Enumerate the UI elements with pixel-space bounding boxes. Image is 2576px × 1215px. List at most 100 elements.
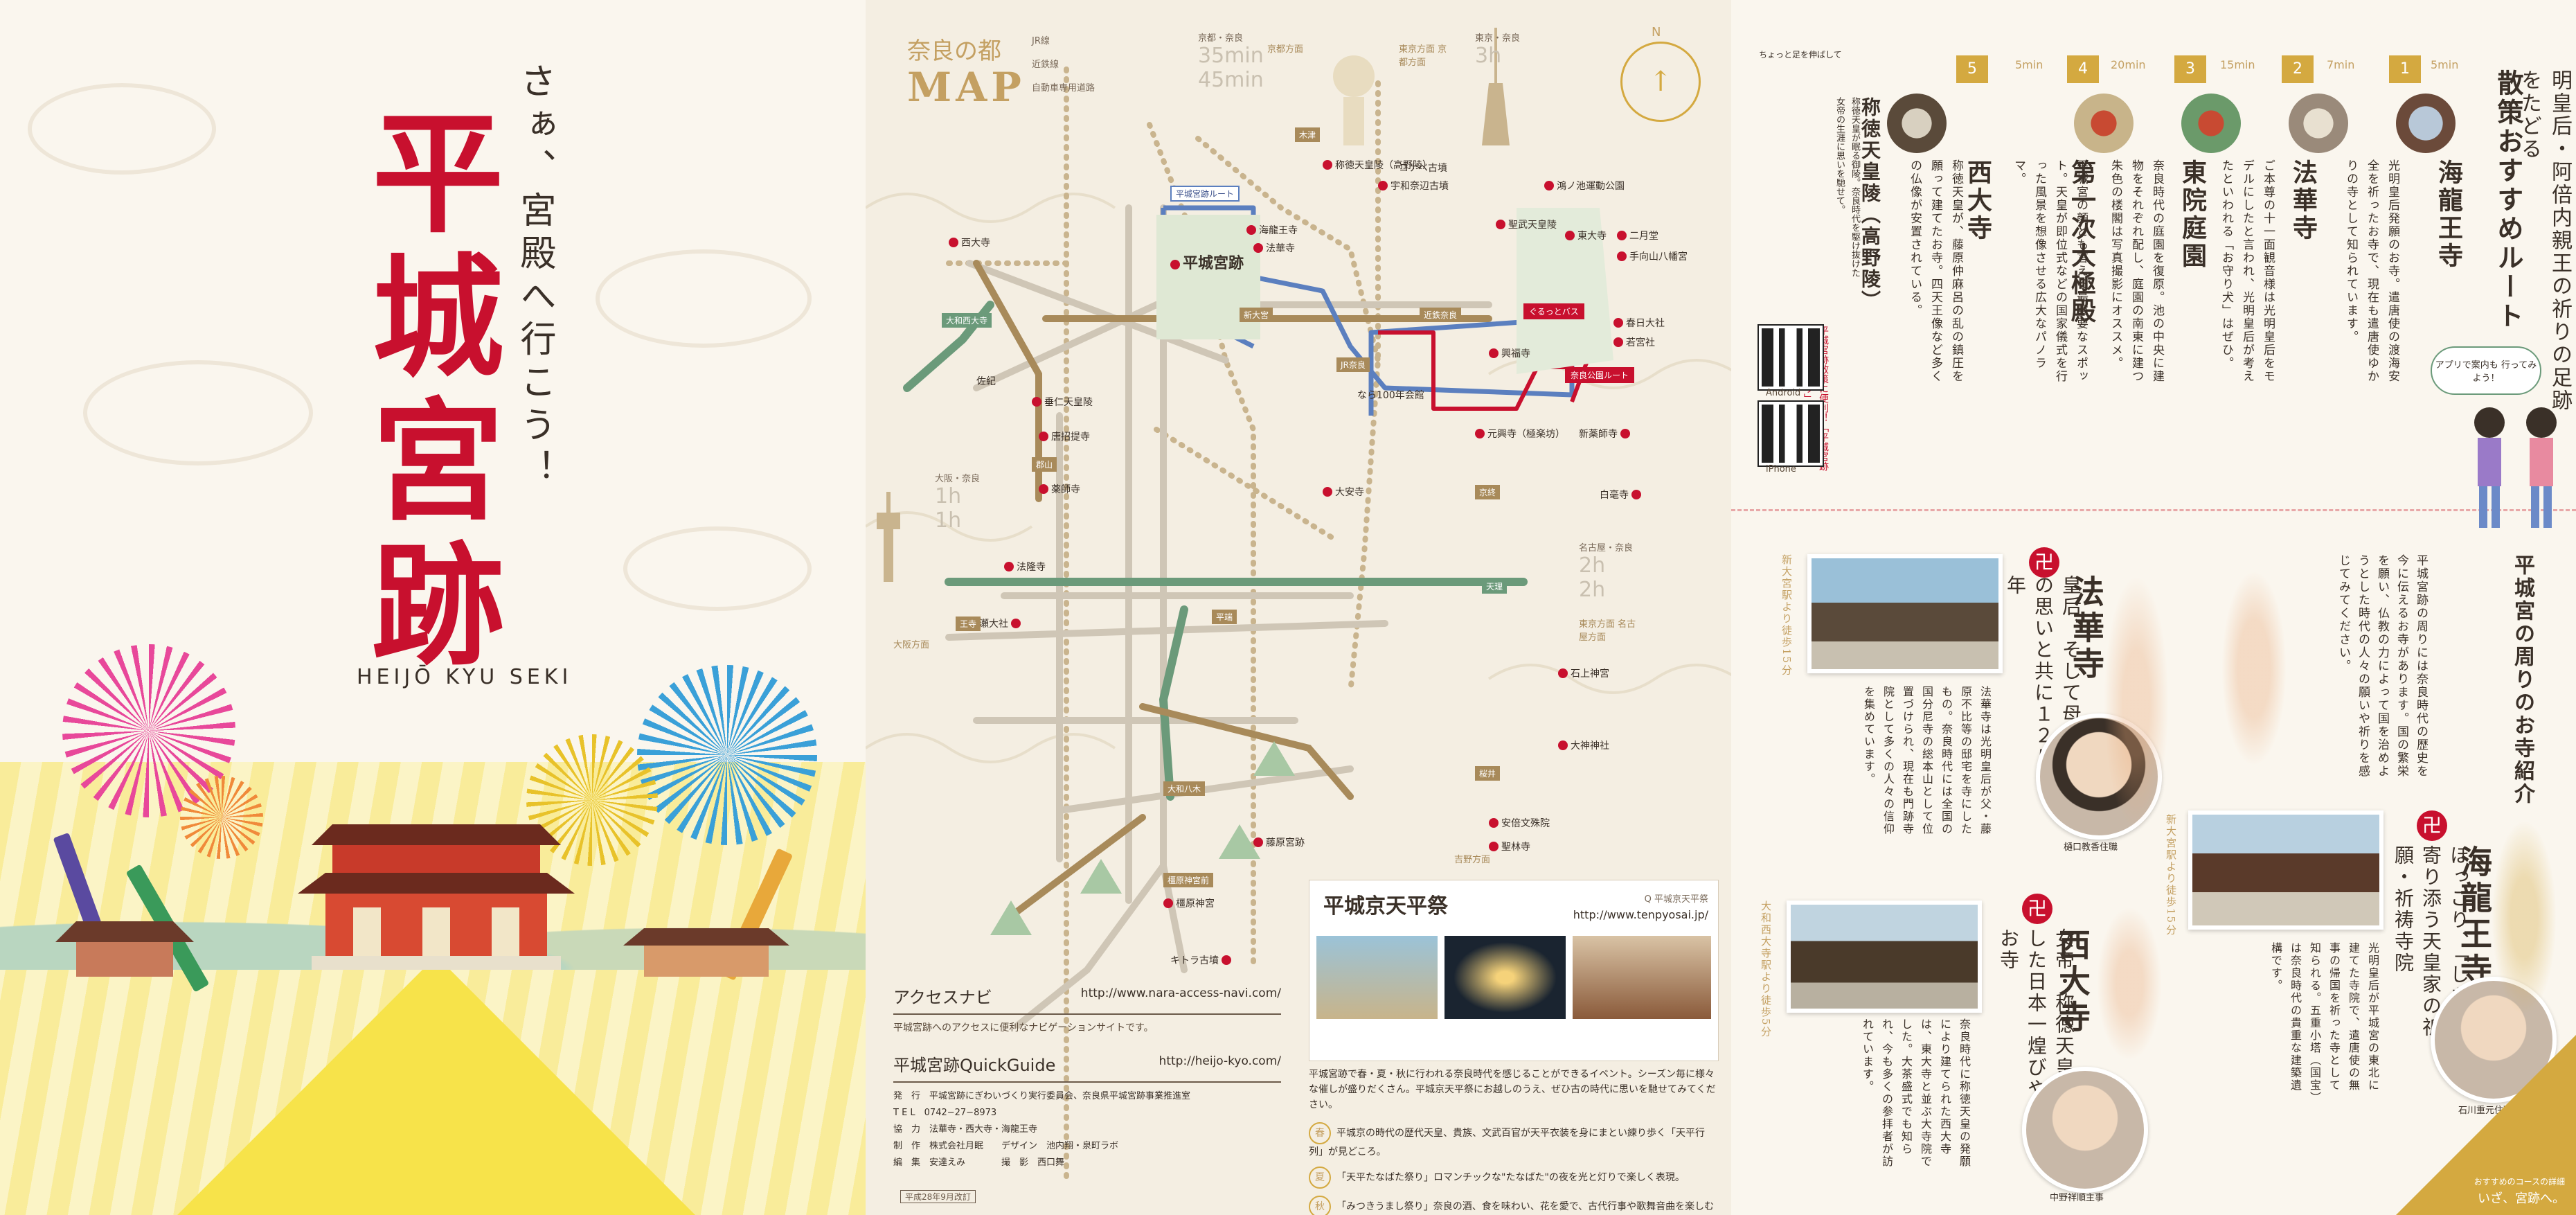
cover-romaji: HEIJŌ KYU SEKI bbox=[357, 665, 573, 689]
app-speech-bubble: アプリで案内も 行ってみよう！ bbox=[2431, 346, 2541, 395]
festival-url[interactable]: http://www.tenpyosai.jp/ bbox=[1573, 908, 1708, 921]
qr-label: Android bbox=[1766, 388, 1801, 398]
season-badge: 夏 bbox=[1309, 1167, 1331, 1189]
place-uwanabe[interactable]: 宇和奈辺古墳 bbox=[1378, 179, 1449, 193]
mountain-icon bbox=[990, 901, 1032, 935]
qr-label: iPhone bbox=[1766, 464, 1796, 475]
time-tokyo: 東京・奈良 3h bbox=[1475, 33, 1521, 68]
kairyuoji-lead: ほっこり、「しあわせ」寄り添う天皇家の祈願・祈祷寺院 bbox=[2392, 845, 2470, 1072]
walk-time: 5min bbox=[2015, 58, 2043, 71]
festival-photo-summer bbox=[1444, 936, 1566, 1019]
place-kasuga[interactable]: 春日大社 bbox=[1613, 316, 1665, 330]
station-kintetsu-nara: 近鉄奈良 bbox=[1420, 308, 1462, 322]
stop-badge: 4 bbox=[2067, 55, 2099, 83]
thumb-daigokuden bbox=[2074, 94, 2134, 153]
place-konabe[interactable]: コナベ古墳 bbox=[1399, 163, 1447, 174]
place-saki[interactable]: 佐紀 bbox=[976, 376, 996, 387]
access-text: 平城宮跡へのアクセスに便利なナビゲーションサイトです。 bbox=[893, 1022, 1154, 1034]
shotoku-title: 称徳天皇陵（高野陵） bbox=[1859, 97, 1881, 312]
hall-illustration bbox=[55, 921, 194, 977]
place-todaiji[interactable]: 東大寺 bbox=[1565, 229, 1607, 242]
place-tamukeyama[interactable]: 手向山八幡宮 bbox=[1617, 249, 1688, 263]
place-daianji[interactable]: 大安寺 bbox=[1323, 485, 1364, 499]
place-abe[interactable]: 安倍文殊院 bbox=[1489, 816, 1550, 830]
place-byakugoji[interactable]: 白毫寺 bbox=[1600, 488, 1644, 502]
place-suinin[interactable]: 垂仁天皇陵 bbox=[1032, 395, 1093, 409]
walk-time: 7min bbox=[2327, 58, 2355, 71]
manji-icon: 卍 bbox=[2029, 547, 2059, 578]
station-kizugawa: 木津 bbox=[1295, 127, 1321, 142]
place-gangoji[interactable]: 元興寺（極楽坊） bbox=[1475, 427, 1565, 441]
qr-code-android[interactable] bbox=[1757, 324, 1824, 391]
qr-code-iphone[interactable] bbox=[1757, 400, 1824, 467]
nara-park-area bbox=[1517, 208, 1613, 374]
manji-icon: 卍 bbox=[2022, 894, 2052, 924]
place-pond[interactable]: 鴻ノ池運動公園 bbox=[1544, 179, 1625, 193]
place-yakushiji[interactable]: 薬師寺 bbox=[1039, 482, 1080, 496]
course-title: 散策おすすめルート bbox=[2493, 69, 2524, 331]
kairyuoji-photo bbox=[2188, 810, 2383, 930]
direction-osaka: 大阪方面 bbox=[893, 640, 930, 650]
access-title: アクセスナビ bbox=[893, 988, 992, 1007]
direction-yoshino: 吉野方面 bbox=[1454, 855, 1491, 865]
place-fujiwara[interactable]: 藤原宮跡 bbox=[1253, 835, 1305, 849]
place-heijo[interactable]: 平城宮跡 bbox=[1170, 251, 1244, 273]
place-kitora[interactable]: キトラ古墳 bbox=[1170, 953, 1234, 967]
season-badge: 秋 bbox=[1309, 1196, 1331, 1215]
course-subtitle: 奈良時代のスーパーウーマン！光明皇后・阿倍内親王の祈りの足跡をたどる bbox=[2517, 69, 2572, 412]
map-panel: 奈良の都 MAP JR線 近鉄線 自動車専用道路 京都・奈良 35min 45m… bbox=[866, 0, 1731, 1215]
quickguide-url[interactable]: http://heijo-kyo.com/ bbox=[1159, 1054, 1281, 1068]
mountain-icon bbox=[1219, 824, 1260, 859]
station-shin-omiya: 新大宮 bbox=[1240, 308, 1273, 322]
area-map[interactable] bbox=[866, 0, 1731, 1215]
place-saidaiji[interactable]: 西大寺 bbox=[949, 236, 990, 249]
kannon-illustration bbox=[2091, 894, 2167, 1074]
stop-desc: ご本尊の十一面観音様は光明皇后をモデルにしたと言われ、光明皇后が考えたといわれる… bbox=[2219, 159, 2275, 383]
place-kofukuji[interactable]: 興福寺 bbox=[1489, 346, 1530, 360]
access-url[interactable]: http://www.nara-access-navi.com/ bbox=[1080, 986, 1281, 1000]
place-wakamiya[interactable]: 若宮社 bbox=[1613, 335, 1655, 349]
station-koriyama: 郡山 bbox=[1032, 457, 1057, 472]
mountain-icon bbox=[1080, 859, 1122, 894]
place-hokkeji[interactable]: 法華寺 bbox=[1253, 241, 1295, 255]
direction-tokyo-nagoya: 東京方面 名古屋方面 bbox=[1579, 619, 1636, 643]
stretch-note: ちょっと足を伸ばして bbox=[1759, 50, 1842, 60]
corner-big-text[interactable]: いざ、宮跡へ。 bbox=[2478, 1191, 2565, 1206]
place-omiwa[interactable]: 大神神社 bbox=[1558, 738, 1609, 752]
place-naramachi[interactable]: なら100年会館 bbox=[1357, 390, 1424, 401]
festival-photo-autumn bbox=[1573, 936, 1711, 1019]
place-kashihara[interactable]: 橿原神宮 bbox=[1163, 896, 1215, 910]
place-shoriniji[interactable]: 聖林寺 bbox=[1489, 840, 1530, 853]
section-divider bbox=[1731, 509, 2576, 511]
credit-row: 協 力 法華寺・西大寺・海龍王寺 bbox=[893, 1124, 1038, 1135]
stop-badge: 3 bbox=[2174, 55, 2206, 83]
station-jr-nara: JR奈良 bbox=[1336, 357, 1370, 372]
place-shotoku[interactable]: 称徳天皇陵（高野陵） bbox=[1323, 158, 1432, 172]
station-yamato-saidaiji: 大和西大寺 bbox=[942, 313, 992, 328]
place-kairyuoji[interactable]: 海龍王寺 bbox=[1246, 223, 1298, 237]
walk-time: 15min bbox=[2220, 58, 2255, 71]
guide-panel: 散策おすすめルート 奈良時代のスーパーウーマン！光明皇后・阿倍内親王の祈りの足跡… bbox=[1731, 0, 2576, 1215]
stop-badge: 2 bbox=[2282, 55, 2314, 83]
legend-expressway: 自動車専用道路 bbox=[1032, 83, 1095, 94]
tokyo-tower-illustration bbox=[1482, 28, 1510, 145]
kannon-illustration bbox=[2486, 804, 2562, 1032]
place-nigatsudo[interactable]: 二月堂 bbox=[1617, 229, 1658, 242]
festival-summer: 夏「天平たなばた祭り」ロマンチックな"たなばた"の夜を光と灯りで楽しく表現。 bbox=[1309, 1167, 1717, 1189]
place-toshodaiji[interactable]: 唐招提寺 bbox=[1039, 429, 1090, 443]
saidaiji-photo bbox=[1787, 901, 1982, 1013]
station-kashiharajingu: 橿原神宮前 bbox=[1163, 873, 1214, 887]
kairyuoji-name: 海龍王寺 bbox=[2456, 845, 2493, 989]
map-heading: MAP bbox=[907, 64, 1026, 111]
kiyomizu-figure-illustration bbox=[1333, 55, 1375, 145]
place-shinyakushiji[interactable]: 新薬師寺 bbox=[1579, 427, 1633, 441]
thumb-hokkeji bbox=[2289, 94, 2348, 153]
place-isonokami[interactable]: 石上神宮 bbox=[1558, 666, 1609, 680]
place-shosoin[interactable]: 聖武天皇陵 bbox=[1496, 218, 1557, 231]
direction-kyoto: 京都方面 bbox=[1267, 44, 1304, 55]
kannon-illustration bbox=[2098, 554, 2174, 852]
legend-kintetsu: 近鉄線 bbox=[1032, 60, 1059, 70]
place-hokiji[interactable]: 法隆寺 bbox=[1004, 560, 1046, 574]
cloud-decoration bbox=[28, 83, 216, 175]
festival-spring: 春平城京の時代の歴代天皇、貴族、文武百官が天平衣装を身にまとい練り歩く「天平行列… bbox=[1309, 1122, 1717, 1160]
